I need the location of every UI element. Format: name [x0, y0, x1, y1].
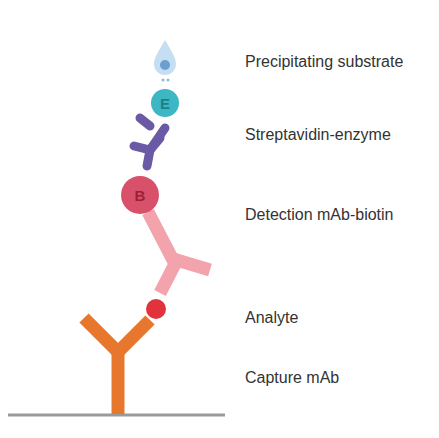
node-letter: B	[121, 176, 159, 214]
layer-label: Analyte	[245, 309, 298, 327]
detection-antibody	[148, 212, 210, 293]
circle-fill	[151, 89, 179, 117]
analyte	[146, 299, 166, 319]
capture-antibody	[84, 318, 150, 414]
layer-label: Precipitating substrate	[245, 53, 403, 71]
biotin-circle: B	[121, 176, 159, 214]
layer-label: Capture mAb	[245, 369, 339, 387]
substrate-drop	[154, 40, 176, 82]
layer-label: Detection mAb-biotin	[245, 206, 394, 224]
layer-label: Streptavidin-enzyme	[245, 126, 391, 144]
streptavidin	[134, 118, 165, 166]
node-letter: E	[151, 89, 179, 117]
enzyme-circle: E	[151, 89, 179, 117]
circle-fill	[121, 176, 159, 214]
